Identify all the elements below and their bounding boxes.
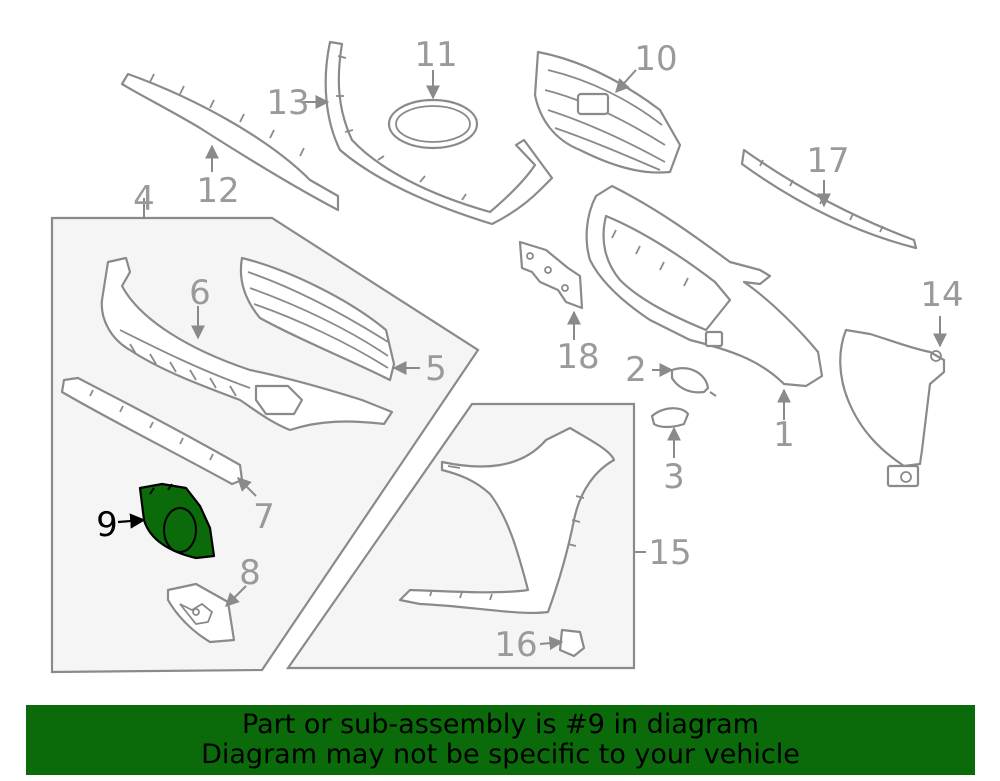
- part-16-clip[interactable]: [558, 628, 586, 658]
- part-6-bumper-frame[interactable]: [100, 256, 394, 432]
- callout-17: 17: [806, 141, 849, 181]
- callout-15: 15: [648, 533, 691, 573]
- callout-11: 11: [414, 35, 457, 75]
- part-12-trim-strip[interactable]: [120, 72, 340, 212]
- callout-8: 8: [239, 553, 261, 593]
- part-1-bumper-cover[interactable]: [585, 184, 824, 388]
- callout-4: 4: [133, 179, 155, 219]
- callout-18: 18: [556, 337, 599, 377]
- parts-diagram: 1 2 3 4 5 6 7 8 9 10 11 12 13 14 15 16 1…: [50, 35, 964, 674]
- part-18-bracket[interactable]: [518, 240, 584, 310]
- banner-line-2: Diagram may not be specific to your vehi…: [201, 739, 800, 770]
- callout-13: 13: [266, 83, 309, 123]
- info-banner: Part or sub-assembly is #9 in diagram Di…: [26, 705, 975, 775]
- callout-5: 5: [425, 349, 447, 389]
- callout-3: 3: [663, 457, 685, 497]
- part-14-air-duct[interactable]: [839, 328, 946, 488]
- callout-1: 1: [773, 415, 795, 455]
- callout-9: 9: [96, 505, 118, 545]
- banner-line-1: Part or sub-assembly is #9 in diagram: [242, 709, 759, 740]
- part-13-grille-surround[interactable]: [324, 40, 554, 226]
- callout-14: 14: [920, 275, 963, 315]
- part-9-fog-lamp-cover[interactable]: [138, 482, 216, 560]
- part-5-lower-grille[interactable]: [239, 256, 396, 382]
- part-3-clip-cover[interactable]: [650, 407, 690, 429]
- part-8-bracket-plate[interactable]: [166, 582, 236, 644]
- part-11-emblem-ring[interactable]: [387, 98, 479, 150]
- leader-lines: [117, 69, 947, 651]
- callout-2: 2: [625, 350, 647, 390]
- callout-10: 10: [634, 39, 677, 79]
- part-2-cap[interactable]: [670, 367, 717, 397]
- callout-12: 12: [196, 171, 239, 211]
- part-10-grille-insert[interactable]: [533, 50, 682, 174]
- callout-16: 16: [494, 625, 537, 665]
- callout-7: 7: [253, 497, 275, 537]
- callout-6: 6: [189, 273, 211, 313]
- part-15-fender-liner[interactable]: [398, 426, 616, 615]
